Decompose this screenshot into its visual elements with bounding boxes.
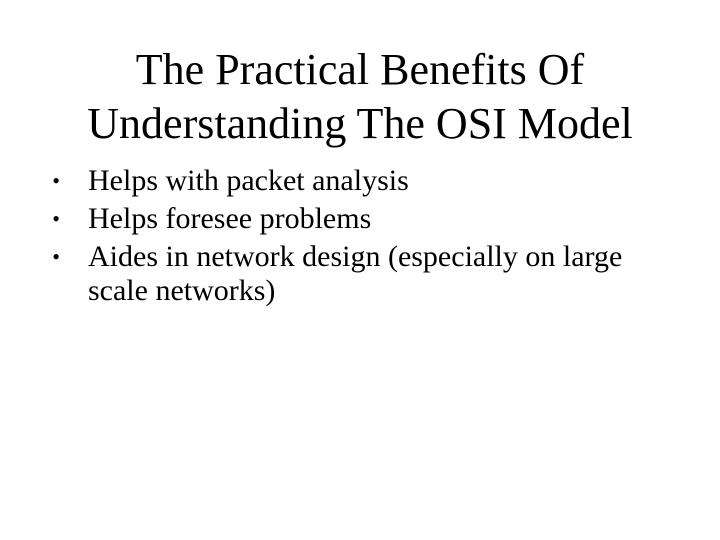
bullet-dot-icon: • bbox=[52, 206, 60, 231]
bullet-dot-icon: • bbox=[52, 244, 60, 269]
bullet-item: • Helps foresee problems bbox=[30, 202, 680, 236]
bullet-text: Helps with packet analysis bbox=[88, 164, 409, 197]
title-line-2: Understanding The OSI Model bbox=[87, 99, 633, 148]
bullet-dot-icon: • bbox=[52, 168, 60, 193]
bullet-list: • Helps with packet analysis • Helps for… bbox=[30, 164, 680, 312]
slide-title: The Practical Benefits Of Understanding … bbox=[36, 43, 684, 151]
title-line-1: The Practical Benefits Of bbox=[135, 45, 585, 94]
bullet-item: • Helps with packet analysis bbox=[30, 164, 680, 198]
bullet-item: • Aides in network design (especially on… bbox=[30, 240, 680, 308]
bullet-text: Aides in network design (especially on l… bbox=[88, 240, 623, 307]
bullet-text: Helps foresee problems bbox=[88, 202, 372, 235]
